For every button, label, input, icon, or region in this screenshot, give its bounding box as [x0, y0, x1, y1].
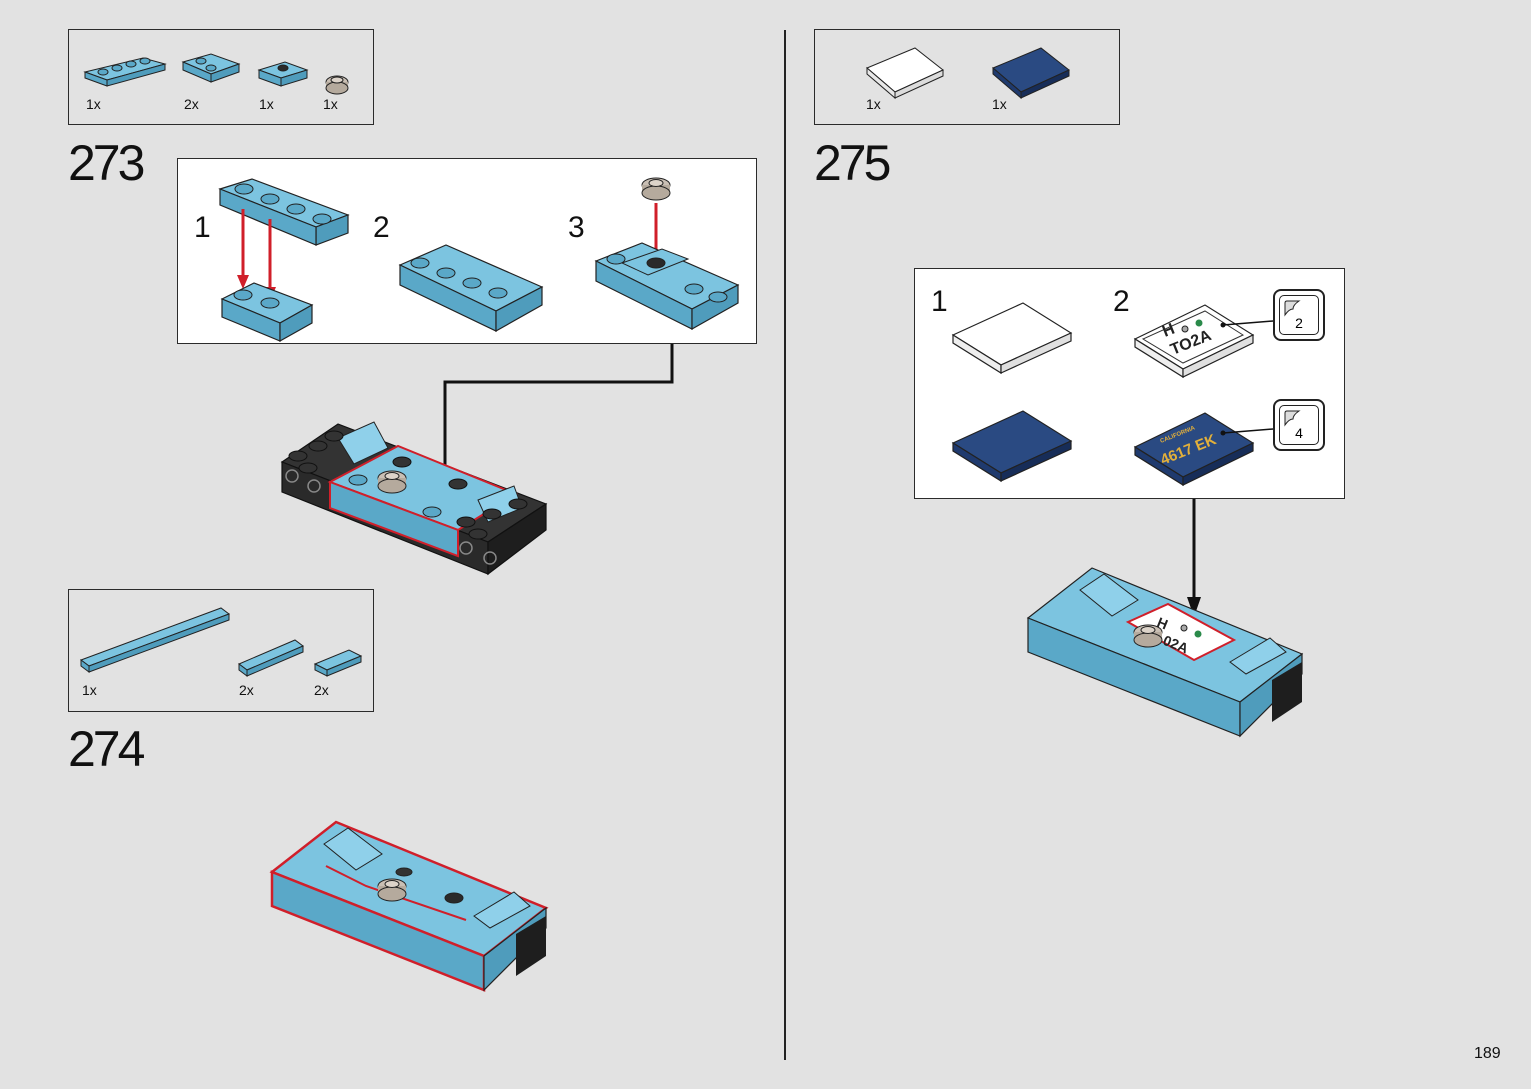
part-qty: 1x [86, 96, 101, 112]
tile-2x3-white-icon [866, 47, 944, 100]
step-number-273: 273 [68, 135, 145, 191]
part-qty: 1x [323, 96, 338, 112]
plate-2x2-azure-icon [181, 53, 241, 83]
sticker-icon [1279, 405, 1319, 445]
round-plate-tan-icon [325, 75, 349, 95]
sticker-icon [1279, 295, 1319, 335]
part-qty: 1x [992, 96, 1007, 112]
sticker-peel-icon [1284, 300, 1301, 317]
part-qty: 1x [82, 682, 97, 698]
step-273-parts-list: 1x 2x 1x 1x [68, 29, 374, 125]
step-275-subassembly-panel: 1 2 H TO2A CALIFORNIA 4617 EK [914, 268, 1345, 499]
part-qty: 1x [866, 96, 881, 112]
page-divider [784, 30, 786, 1060]
tile-2x3-dark-blue-icon [992, 47, 1070, 100]
white-plate-sticker-illustration: H TO2A [1133, 304, 1274, 379]
step-273-subassembly-panel: 1 2 3 [177, 158, 757, 344]
substep-number: 1 [931, 285, 948, 318]
jumper-plate-azure-icon [257, 61, 309, 87]
step-number-275: 275 [814, 135, 891, 191]
part-qty: 2x [184, 96, 199, 112]
substep-3-illustration [594, 177, 740, 331]
step-273-model [280, 421, 548, 576]
white-tile-illustration [951, 302, 1073, 375]
step-274-model [269, 820, 549, 992]
part-qty: 2x [239, 682, 254, 698]
part-qty: 2x [314, 682, 329, 698]
dark-blue-tile-illustration [951, 410, 1073, 483]
sticker-callout: 2 [1273, 289, 1325, 341]
tile-1x4-azure-icon [238, 639, 304, 677]
step-274-parts-list: 1x 2x 2x [68, 589, 374, 712]
substep-number: 2 [1113, 285, 1130, 318]
substep-number: 3 [568, 211, 585, 244]
substep-2-illustration [398, 244, 544, 333]
step-275-model: H 02A [1026, 567, 1304, 738]
sticker-peel-icon [1284, 410, 1301, 427]
page-number: 189 [1474, 1045, 1501, 1062]
step-number-274: 274 [68, 721, 145, 777]
dark-blue-plate-sticker-illustration: CALIFORNIA 4617 EK [1133, 412, 1274, 487]
step-275-arrow [1187, 499, 1201, 617]
step-275-parts-list: 1x 1x [814, 29, 1120, 125]
substep-1-illustration [218, 178, 350, 343]
sticker-callout: 4 [1273, 399, 1325, 451]
sticker-count: 4 [1295, 425, 1303, 441]
substep-number: 1 [194, 211, 211, 244]
part-qty: 1x [259, 96, 274, 112]
tile-1x8-azure-icon [79, 607, 231, 673]
plate-1x4-azure-icon [83, 57, 167, 87]
tile-1x2-azure-icon [313, 649, 363, 677]
sticker-count: 2 [1295, 315, 1303, 331]
substep-number: 2 [373, 211, 390, 244]
